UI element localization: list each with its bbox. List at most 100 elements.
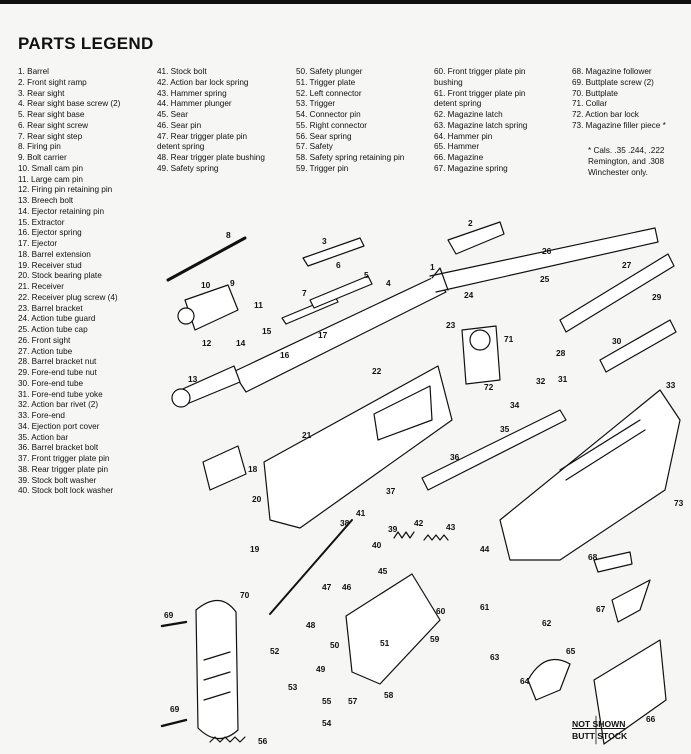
- callout-40: 40: [372, 540, 382, 550]
- callout-32: 32: [536, 376, 546, 386]
- callout-71: 71: [504, 334, 514, 344]
- hammer: [527, 659, 571, 701]
- callout-72: 72: [484, 382, 494, 392]
- legend-entry: bushing: [434, 77, 463, 87]
- legend-entry: 61. Front trigger plate pin: [434, 88, 526, 98]
- legend-entry: 18. Barrel extension: [18, 249, 91, 259]
- callout-66: 66: [646, 714, 656, 724]
- callout-46: 46: [342, 582, 352, 592]
- callout-29: 29: [652, 292, 662, 302]
- callout-9: 9: [230, 278, 235, 288]
- callout-37: 37: [386, 486, 396, 496]
- legend-entry: 5. Rear sight base: [18, 110, 85, 119]
- legend-entry: 35. Action bar: [18, 432, 69, 442]
- legend-entry: 49. Safety spring: [157, 163, 219, 173]
- legend-entry: 46. Sear pin: [157, 120, 202, 130]
- legend-entry: 26. Front sight: [18, 335, 71, 345]
- legend-entry: 38. Rear trigger plate pin: [18, 464, 109, 474]
- fore-end-tube: [599, 319, 677, 373]
- legend-entry: 27. Action tube: [18, 346, 73, 356]
- legend-entry: 17. Ejector: [18, 239, 58, 248]
- legend-entry: 2. Front sight ramp: [18, 77, 87, 87]
- legend-entry: 65. Hammer: [434, 142, 480, 152]
- legend-entry: 6. Rear sight screw: [18, 120, 89, 130]
- legend-entry: 41. Stock bolt: [157, 67, 207, 76]
- legend-entry: 13. Breech bolt: [18, 196, 74, 205]
- legend-entry: 72. Action bar lock: [572, 110, 639, 119]
- callout-10: 10: [201, 280, 211, 290]
- callout-25: 25: [540, 274, 550, 284]
- callout-68: 68: [588, 552, 598, 562]
- callout-33: 33: [666, 380, 676, 390]
- callout-58: 58: [384, 690, 394, 700]
- callout-35: 35: [500, 424, 510, 434]
- legend-entry: 10. Small cam pin: [18, 163, 84, 173]
- callout-36: 36: [450, 452, 460, 462]
- callout-57: 57: [348, 696, 358, 706]
- legend-entry: 21. Receiver: [18, 282, 64, 291]
- legend-entry: 32. Action bar rivet (2): [18, 400, 99, 410]
- legend-entry: 48. Rear trigger plate bushing: [157, 153, 265, 162]
- legend-entry: 31. Fore-end tube yoke: [18, 389, 103, 399]
- legend-entry: 4. Rear sight base screw (2): [18, 99, 121, 109]
- callout-16: 16: [280, 350, 290, 360]
- legend-entry: 39. Stock bolt washer: [18, 475, 97, 485]
- callout-53: 53: [288, 682, 298, 692]
- callout-47: 47: [322, 582, 332, 592]
- legend-entry: 44. Hammer plunger: [157, 99, 232, 109]
- callout-21: 21: [302, 430, 312, 440]
- legend-entry: detent spring: [157, 142, 205, 152]
- sear-spring: [209, 736, 246, 743]
- legend-entry: 67. Magazine spring: [434, 163, 508, 173]
- firing-pin: [166, 236, 247, 282]
- legend-entry: 14. Ejector retaining pin: [18, 206, 105, 216]
- buttplate-screw: [160, 718, 188, 728]
- legend-entry: 40. Stock bolt lock washer: [18, 486, 114, 496]
- legend-entry: 51. Trigger plate: [296, 77, 356, 87]
- callout-69-bottom: 69: [170, 704, 180, 714]
- legend-entry: 3. Rear sight: [18, 88, 65, 98]
- legend-entry: 19. Receiver stud: [18, 260, 82, 270]
- barrel-extension: [202, 445, 247, 491]
- callout-28: 28: [556, 348, 566, 358]
- legend-entry: 69. Buttplate screw (2): [572, 77, 654, 87]
- bolt-carrier: [184, 284, 239, 331]
- legend-entry: 66. Magazine: [434, 153, 484, 162]
- legend-entry: 62. Magazine latch: [434, 110, 503, 119]
- callout-65: 65: [566, 646, 576, 656]
- legend-entry: 42. Action bar lock spring: [157, 77, 249, 87]
- callout-14: 14: [236, 338, 246, 348]
- caliber-footnote: * Cals. .35 .244, .222 Remington, and .3…: [588, 146, 664, 178]
- callout-23: 23: [446, 320, 456, 330]
- callout-54: 54: [322, 718, 332, 728]
- legend-entry: 33. Fore-end: [18, 411, 65, 420]
- callout-41: 41: [356, 508, 366, 518]
- legend-entry: 47. Rear trigger plate pin: [157, 131, 248, 141]
- legend-entry: 57. Safety: [296, 142, 333, 152]
- callout-13: 13: [188, 374, 198, 384]
- callout-7: 7: [302, 288, 307, 298]
- bolt-carrier-ring: [177, 307, 195, 325]
- legend-entry: 36. Barrel bracket bolt: [18, 443, 99, 453]
- buttplate-screw: [160, 620, 188, 628]
- callout-39: 39: [388, 524, 398, 534]
- legend-entry: 50. Safety plunger: [296, 67, 363, 76]
- callout-55: 55: [322, 696, 332, 706]
- callout-70: 70: [240, 590, 250, 600]
- not-shown-label: NOT SHOWN: [572, 719, 626, 729]
- callout-56: 56: [258, 736, 268, 746]
- trigger-plate: [345, 573, 441, 685]
- hammer-spring: [423, 534, 449, 541]
- rear-sight-base: [309, 275, 373, 309]
- legend-entry: 30. Fore-end tube: [18, 378, 84, 388]
- callout-6: 6: [336, 260, 341, 270]
- legend-entry: 43. Hammer spring: [157, 88, 227, 98]
- callout-11: 11: [254, 300, 263, 310]
- callout-42: 42: [414, 518, 424, 528]
- butt-stock-label: BUTT STOCK: [572, 731, 628, 741]
- footnote-line: Winchester only.: [588, 167, 648, 177]
- legend-entry: 16. Ejector spring: [18, 228, 82, 238]
